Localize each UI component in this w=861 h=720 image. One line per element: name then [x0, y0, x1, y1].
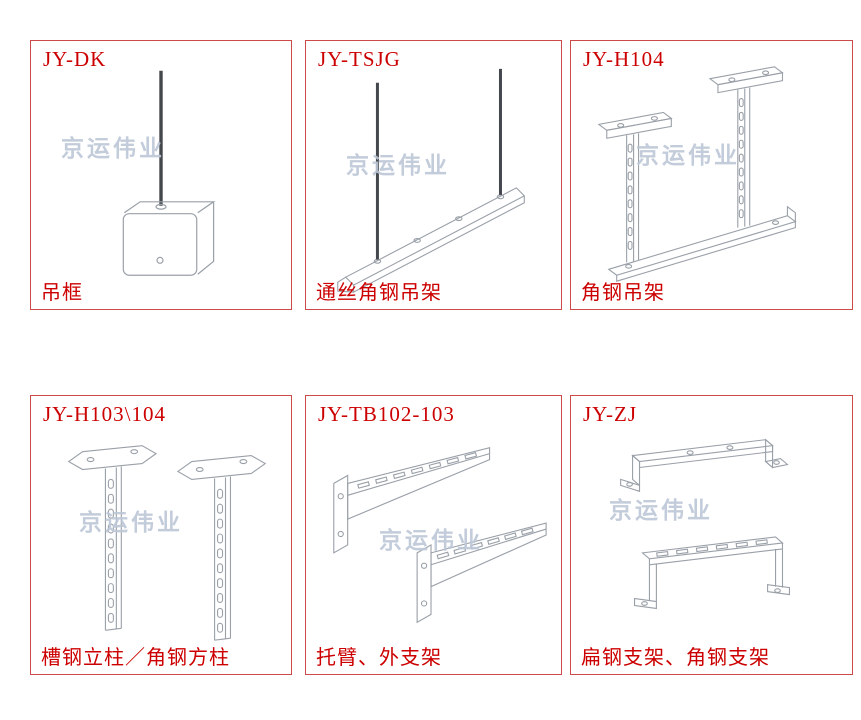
panel-jy-h103-104: JY-H103\104 京运伟业 槽钢立柱／角钢方柱 — [30, 395, 292, 675]
watermark: 京运伟业 — [609, 498, 713, 523]
flat-steel-bracket-drawing — [571, 396, 852, 674]
watermark: 京运伟业 — [346, 153, 450, 178]
watermark: 京运伟业 — [636, 143, 740, 168]
watermark: 京运伟业 — [379, 528, 483, 553]
panel-jy-zj: JY-ZJ 京运伟业 扁钢支架、角钢支架 — [570, 395, 853, 675]
cantilever-arm-drawing — [306, 396, 561, 674]
product-code: JY-H104 — [583, 47, 665, 71]
product-name: 托臂、外支架 — [316, 647, 442, 669]
panel-jy-h104: JY-H104 京运伟业 角钢吊架 — [570, 40, 853, 310]
product-code: JY-DK — [43, 47, 107, 71]
panel-jy-tb102-103: JY-TB102-103 京运伟业 托臂、外支架 — [305, 395, 562, 675]
product-code: JY-TSJG — [318, 47, 401, 71]
product-code: JY-H103\104 — [43, 402, 167, 426]
product-code: JY-TB102-103 — [318, 402, 455, 426]
product-name: 槽钢立柱／角钢方柱 — [41, 647, 230, 669]
watermark: 京运伟业 — [61, 136, 165, 161]
watermark: 京运伟业 — [79, 510, 183, 535]
panel-jy-tsjg: JY-TSJG 京运伟业 通丝角钢吊架 — [305, 40, 562, 310]
product-name: 通丝角钢吊架 — [316, 282, 442, 304]
panel-jy-dk: JY-DK 京运伟业 吊框 — [30, 40, 292, 310]
product-name: 角钢吊架 — [581, 282, 665, 304]
threaded-rod-hanger-drawing — [306, 41, 561, 309]
hanging-frame-drawing — [31, 41, 291, 309]
product-name: 吊框 — [41, 282, 83, 304]
channel-column-drawing — [31, 396, 291, 674]
product-code: JY-ZJ — [583, 402, 638, 426]
angle-steel-hanger-drawing — [571, 41, 852, 309]
product-name: 扁钢支架、角钢支架 — [581, 647, 770, 669]
